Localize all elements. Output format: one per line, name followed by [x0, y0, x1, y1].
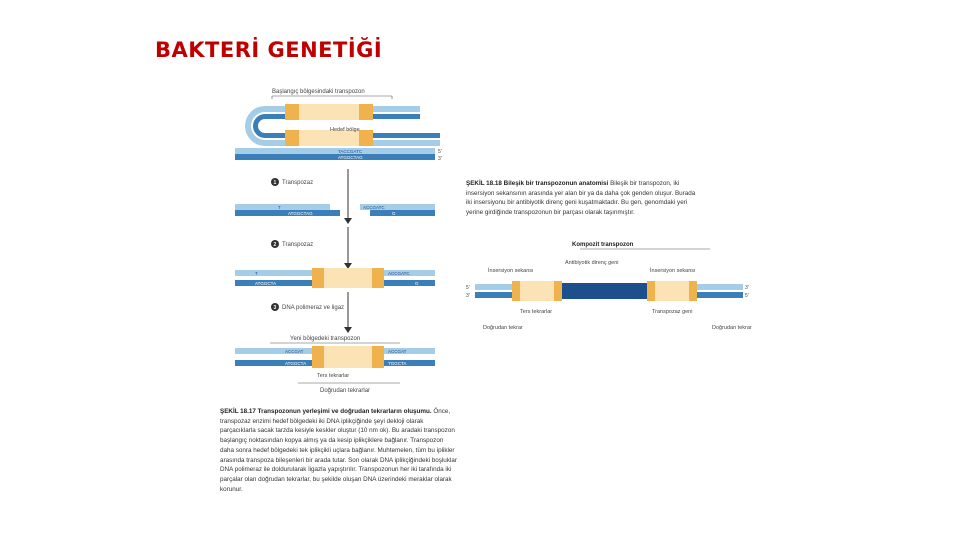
svg-text:ACCGAT: ACCGAT: [285, 349, 304, 354]
dr-left-label: Doğrudan tekrar: [483, 325, 523, 331]
is-right: [647, 281, 697, 301]
svg-text:ATGGCTAG: ATGGCTAG: [288, 211, 313, 216]
svg-text:G: G: [392, 211, 396, 216]
svg-text:T: T: [255, 271, 258, 276]
new-site-label: Yeni bölgedeki transpozon: [290, 336, 360, 342]
svg-text:5': 5': [466, 285, 470, 291]
is-right-label: İnsersiyon sekansı: [650, 267, 696, 274]
transposase-label: Transpozaz geni: [652, 309, 692, 315]
step-3-label: DNA polimeraz ve ligaz: [282, 305, 344, 311]
svg-text:3': 3': [438, 156, 442, 162]
fig17-caption: ŞEKİL 18.17 Transpozonun yerleşimi ve do…: [220, 408, 457, 493]
svg-text:T: T: [278, 205, 281, 210]
svg-text:5': 5': [745, 293, 749, 299]
step-1-marker: [271, 178, 279, 186]
svg-text:TACCGATC: TACCGATC: [338, 149, 363, 154]
fig18-caption: ŞEKİL 18.18 Bileşik bir transpozonun ana…: [466, 180, 696, 217]
antibiotic-gene: [562, 283, 647, 299]
svg-text:ATGGCTA: ATGGCTA: [255, 281, 276, 286]
ir-left-label: Ters tekrarlar: [520, 309, 552, 315]
direct-repeats-label: Doğrudan tekrarlar: [320, 388, 370, 394]
svg-text:G: G: [415, 281, 419, 286]
antibiotic-label: Antibiyotik direnç geni: [565, 260, 619, 266]
target-dna-top: [235, 148, 435, 154]
svg-text:2: 2: [274, 242, 277, 248]
top-transposon-label: Başlangıç bölgesindaki transpozon: [272, 89, 365, 95]
textbook-figure: Başlangıç bölgesindaki transpozon Hedef …: [220, 82, 753, 534]
inverted-repeats-label: Ters tekrarlar: [317, 373, 349, 379]
cut-dna-left: [235, 204, 330, 210]
svg-text:3': 3': [466, 293, 470, 299]
svg-text:ACCGATC: ACCGATC: [388, 271, 410, 276]
svg-text:5': 5': [438, 149, 442, 155]
donor-transposon: [285, 104, 373, 120]
svg-text:1: 1: [274, 180, 277, 186]
composite-header: Kompozit transpozon: [572, 242, 634, 248]
final-transposon: [312, 346, 384, 368]
svg-text:ATGGCTAG: ATGGCTAG: [338, 155, 363, 160]
step-2-label: Transpozaz: [282, 242, 313, 248]
dr-right-label: Doğrudan tekrar: [712, 325, 752, 331]
is-left: [512, 281, 562, 301]
step-3-marker: [271, 303, 279, 311]
inserted-transposon: [312, 268, 384, 288]
cut-dna-right: [360, 204, 435, 210]
svg-text:TGGCTA: TGGCTA: [388, 361, 406, 366]
slide-title: BAKTERİ GENETİĞİ: [155, 38, 383, 62]
step-1-label: Transpozaz: [282, 180, 313, 186]
step-2-marker: [271, 240, 279, 248]
is-left-label: İnsersiyon sekansı: [488, 267, 534, 274]
svg-text:ATGGCTA: ATGGCTA: [285, 361, 306, 366]
transposition-diagram: Başlangıç bölgesindaki transpozon Hedef …: [235, 89, 752, 394]
svg-text:3: 3: [274, 305, 277, 311]
svg-text:ACCGAT: ACCGAT: [388, 349, 407, 354]
svg-text:ACCGATC: ACCGATC: [363, 205, 385, 210]
target-site-label: Hedef bölge: [330, 127, 360, 133]
donor-dna-loop: [245, 106, 440, 146]
svg-text:3': 3': [745, 285, 749, 291]
